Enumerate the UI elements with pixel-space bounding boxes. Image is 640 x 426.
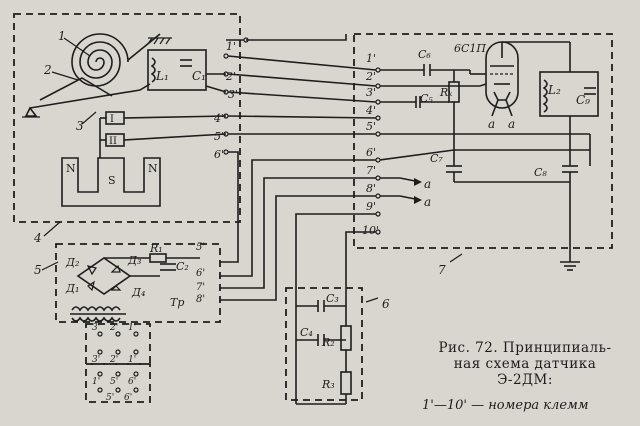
sensor-terminal-strip xyxy=(99,53,229,158)
label-n-left: N xyxy=(66,162,76,175)
label-l2: L₂ xyxy=(547,83,561,97)
capacitor-c6 xyxy=(380,64,471,76)
amp-terminal-6: 6' xyxy=(366,146,376,159)
connector2-pin-1: 1' xyxy=(92,377,100,387)
label-heater-a2: a xyxy=(508,117,515,131)
permanent-magnet xyxy=(61,157,161,207)
sensor-terminal-3: 3' xyxy=(228,88,238,101)
rectifier-terminal-8: 8' xyxy=(196,294,205,305)
label-c2: C₂ xyxy=(176,260,189,273)
label-c3: C₃ xyxy=(326,292,339,305)
label-r3: R₃ xyxy=(321,378,335,391)
callout-3: 3 xyxy=(76,119,84,133)
spiral-spring xyxy=(71,33,172,87)
diode-bridge xyxy=(76,253,200,295)
connector-block-2-pins xyxy=(97,371,139,393)
label-n-right: N xyxy=(148,162,158,175)
amp-terminal-7: 7' xyxy=(366,164,376,177)
rc-network xyxy=(295,300,352,404)
rectifier-terminal-7: 7' xyxy=(196,282,205,293)
transformer xyxy=(70,306,126,322)
amp-terminal-10: 10' xyxy=(362,224,379,237)
amp-terminal-5: 5' xyxy=(366,120,376,133)
caption-legend: 1'—10' — номера клемм xyxy=(422,398,589,413)
capacitor-c8 xyxy=(560,165,580,271)
tank-circuit-l1c1 xyxy=(147,49,207,91)
label-signal-a1: a xyxy=(424,177,431,191)
amp-terminal-8: 8' xyxy=(366,182,376,195)
callout-4: 4 xyxy=(33,231,42,245)
connector-pin-1b: 1' xyxy=(128,355,136,365)
amplifier-bus xyxy=(379,133,591,204)
interconnect-wires xyxy=(220,34,377,405)
connector2-pin-6b: 6' xyxy=(124,393,132,403)
label-signal-a2: a xyxy=(424,195,431,209)
vacuum-tube xyxy=(470,41,519,117)
connector-block-1-pins xyxy=(97,331,139,355)
sensor-terminal-2: 2' xyxy=(225,70,236,83)
label-c1: C₁ xyxy=(192,69,206,83)
label-coil-i: I xyxy=(110,114,114,125)
caption-line-2: ная схема датчика xyxy=(453,356,597,372)
label-l1: L₁ xyxy=(155,69,169,83)
amp-terminal-9: 9' xyxy=(366,200,376,213)
connector-pin-1: 1' xyxy=(128,323,136,333)
amp-terminal-1: 1' xyxy=(366,52,376,65)
sensor-terminal-1: 1' xyxy=(226,40,236,53)
label-c5: C₅ xyxy=(420,92,433,105)
connector-pin-2b: 2' xyxy=(109,355,118,365)
label-tube: 6С1П xyxy=(454,42,486,55)
label-rk: Rₖ xyxy=(439,86,452,99)
label-c4: C₄ xyxy=(300,326,313,339)
label-c9: C₉ xyxy=(576,93,590,107)
connector-pin-2: 2' xyxy=(109,323,118,333)
connector2-pin-6: 6' xyxy=(128,377,136,387)
figure-caption: Рис. 72. Принципиаль- ная схема датчика … xyxy=(414,340,636,413)
rectifier-block-border xyxy=(55,243,221,323)
label-c8: C₈ xyxy=(534,166,547,179)
label-transformer: Тр xyxy=(170,296,184,309)
label-r1: R₁ xyxy=(149,242,163,255)
sensor-block-border xyxy=(13,13,241,223)
connector2-pin-5b: 5' xyxy=(106,393,114,403)
label-s: S xyxy=(108,174,116,187)
label-c6: C₆ xyxy=(418,48,431,61)
amp-terminal-3: 3' xyxy=(366,86,376,99)
connector-block-2 xyxy=(85,363,151,403)
caption-line-3: Э-2ДМ: xyxy=(497,372,553,388)
label-c7: C₇ xyxy=(430,152,443,165)
label-d1: Д₁ xyxy=(65,282,79,295)
sensor-terminal-4: 4' xyxy=(213,112,224,125)
rectifier-terminal-6: 6' xyxy=(196,268,205,279)
amplifier-block-border xyxy=(353,33,613,249)
connector-block-1 xyxy=(85,323,151,365)
callout-6: 6 xyxy=(382,297,390,311)
tank-circuit-l2c9 xyxy=(502,41,599,166)
rc-block-border xyxy=(285,287,363,401)
caption-line-1: Рис. 72. Принципиаль- xyxy=(438,340,612,356)
callout-2: 2 xyxy=(43,63,52,77)
capacitor-c7 xyxy=(446,165,462,182)
callout-5: 5 xyxy=(34,263,42,277)
amp-terminal-4: 4' xyxy=(365,104,376,117)
rectifier-terminal-5: 5' xyxy=(196,242,205,253)
sensor-terminal-5: 5' xyxy=(214,130,224,143)
callout-1: 1 xyxy=(58,29,66,43)
sensor-terminal-6: 6' xyxy=(214,148,224,161)
label-d3: Д₃ xyxy=(127,254,141,267)
amplifier-terminal-strip xyxy=(375,67,381,235)
label-d4: Д₄ xyxy=(131,286,145,299)
label-r2: R₂ xyxy=(321,336,335,349)
label-d2: Д₂ xyxy=(65,256,79,269)
label-coil-ii: II xyxy=(109,136,117,147)
label-heater-a1: a xyxy=(488,117,495,131)
lever xyxy=(22,77,151,118)
connector2-pin-5: 5' xyxy=(110,377,118,387)
amp-terminal-2: 2' xyxy=(365,70,376,83)
callout-7: 7 xyxy=(438,263,446,277)
connector-pin-3b: 3' xyxy=(92,355,100,365)
connector-pin-3: 3' xyxy=(92,323,100,333)
